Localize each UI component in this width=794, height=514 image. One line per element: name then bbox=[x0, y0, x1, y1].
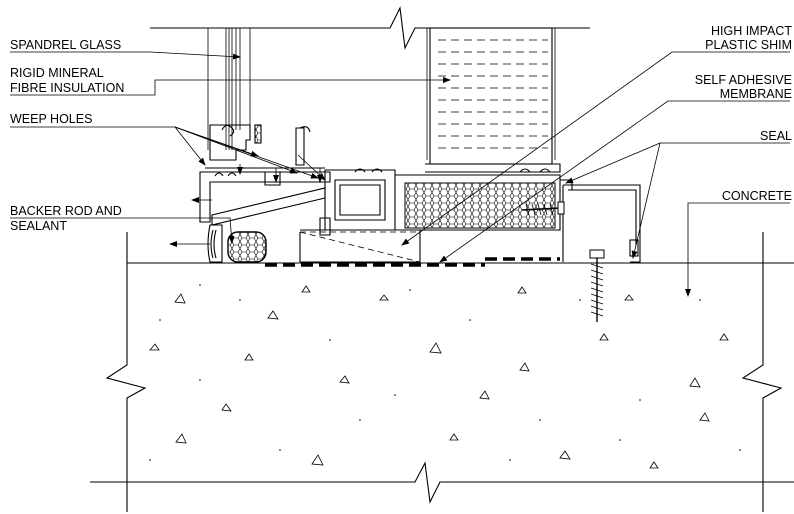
label-self-adhesive-2: MEMBRANE bbox=[720, 87, 792, 101]
spandrel-glass bbox=[207, 28, 251, 150]
self-adhesive-membrane bbox=[265, 257, 560, 267]
frame-screw bbox=[521, 201, 565, 216]
label-high-impact-2: PLASTIC SHIM bbox=[705, 38, 792, 52]
label-high-impact-1: HIGH IMPACT bbox=[711, 24, 792, 38]
weep-drainage-arrows bbox=[169, 154, 326, 247]
glazing-pocket bbox=[209, 124, 311, 166]
concrete-slab bbox=[90, 232, 794, 512]
label-backer-rod-1: BACKER ROD AND bbox=[10, 204, 122, 218]
concrete-aggregate bbox=[149, 285, 729, 469]
plastic-shim-outline bbox=[300, 231, 421, 263]
leader-lines bbox=[10, 51, 790, 297]
concrete-dots bbox=[149, 284, 741, 461]
backer-rod bbox=[227, 231, 267, 263]
label-rigid-mineral-2: FIBRE INSULATION bbox=[10, 81, 124, 95]
label-rigid-mineral-1: RIGID MINERAL bbox=[10, 66, 104, 80]
labels: SPANDREL GLASS RIGID MINERAL FIBRE INSUL… bbox=[10, 24, 792, 233]
label-spandrel-glass: SPANDREL GLASS bbox=[10, 38, 121, 52]
label-weep-holes: WEEP HOLES bbox=[10, 112, 92, 126]
label-seal: SEAL bbox=[760, 129, 792, 143]
anchor-screw bbox=[589, 249, 605, 322]
insulation-panel bbox=[425, 27, 561, 173]
thermal-insulation-core bbox=[404, 182, 556, 229]
label-backer-rod-2: SEALANT bbox=[10, 219, 67, 233]
label-concrete: CONCRETE bbox=[722, 189, 792, 203]
label-self-adhesive-1: SELF ADHESIVE bbox=[695, 73, 792, 87]
